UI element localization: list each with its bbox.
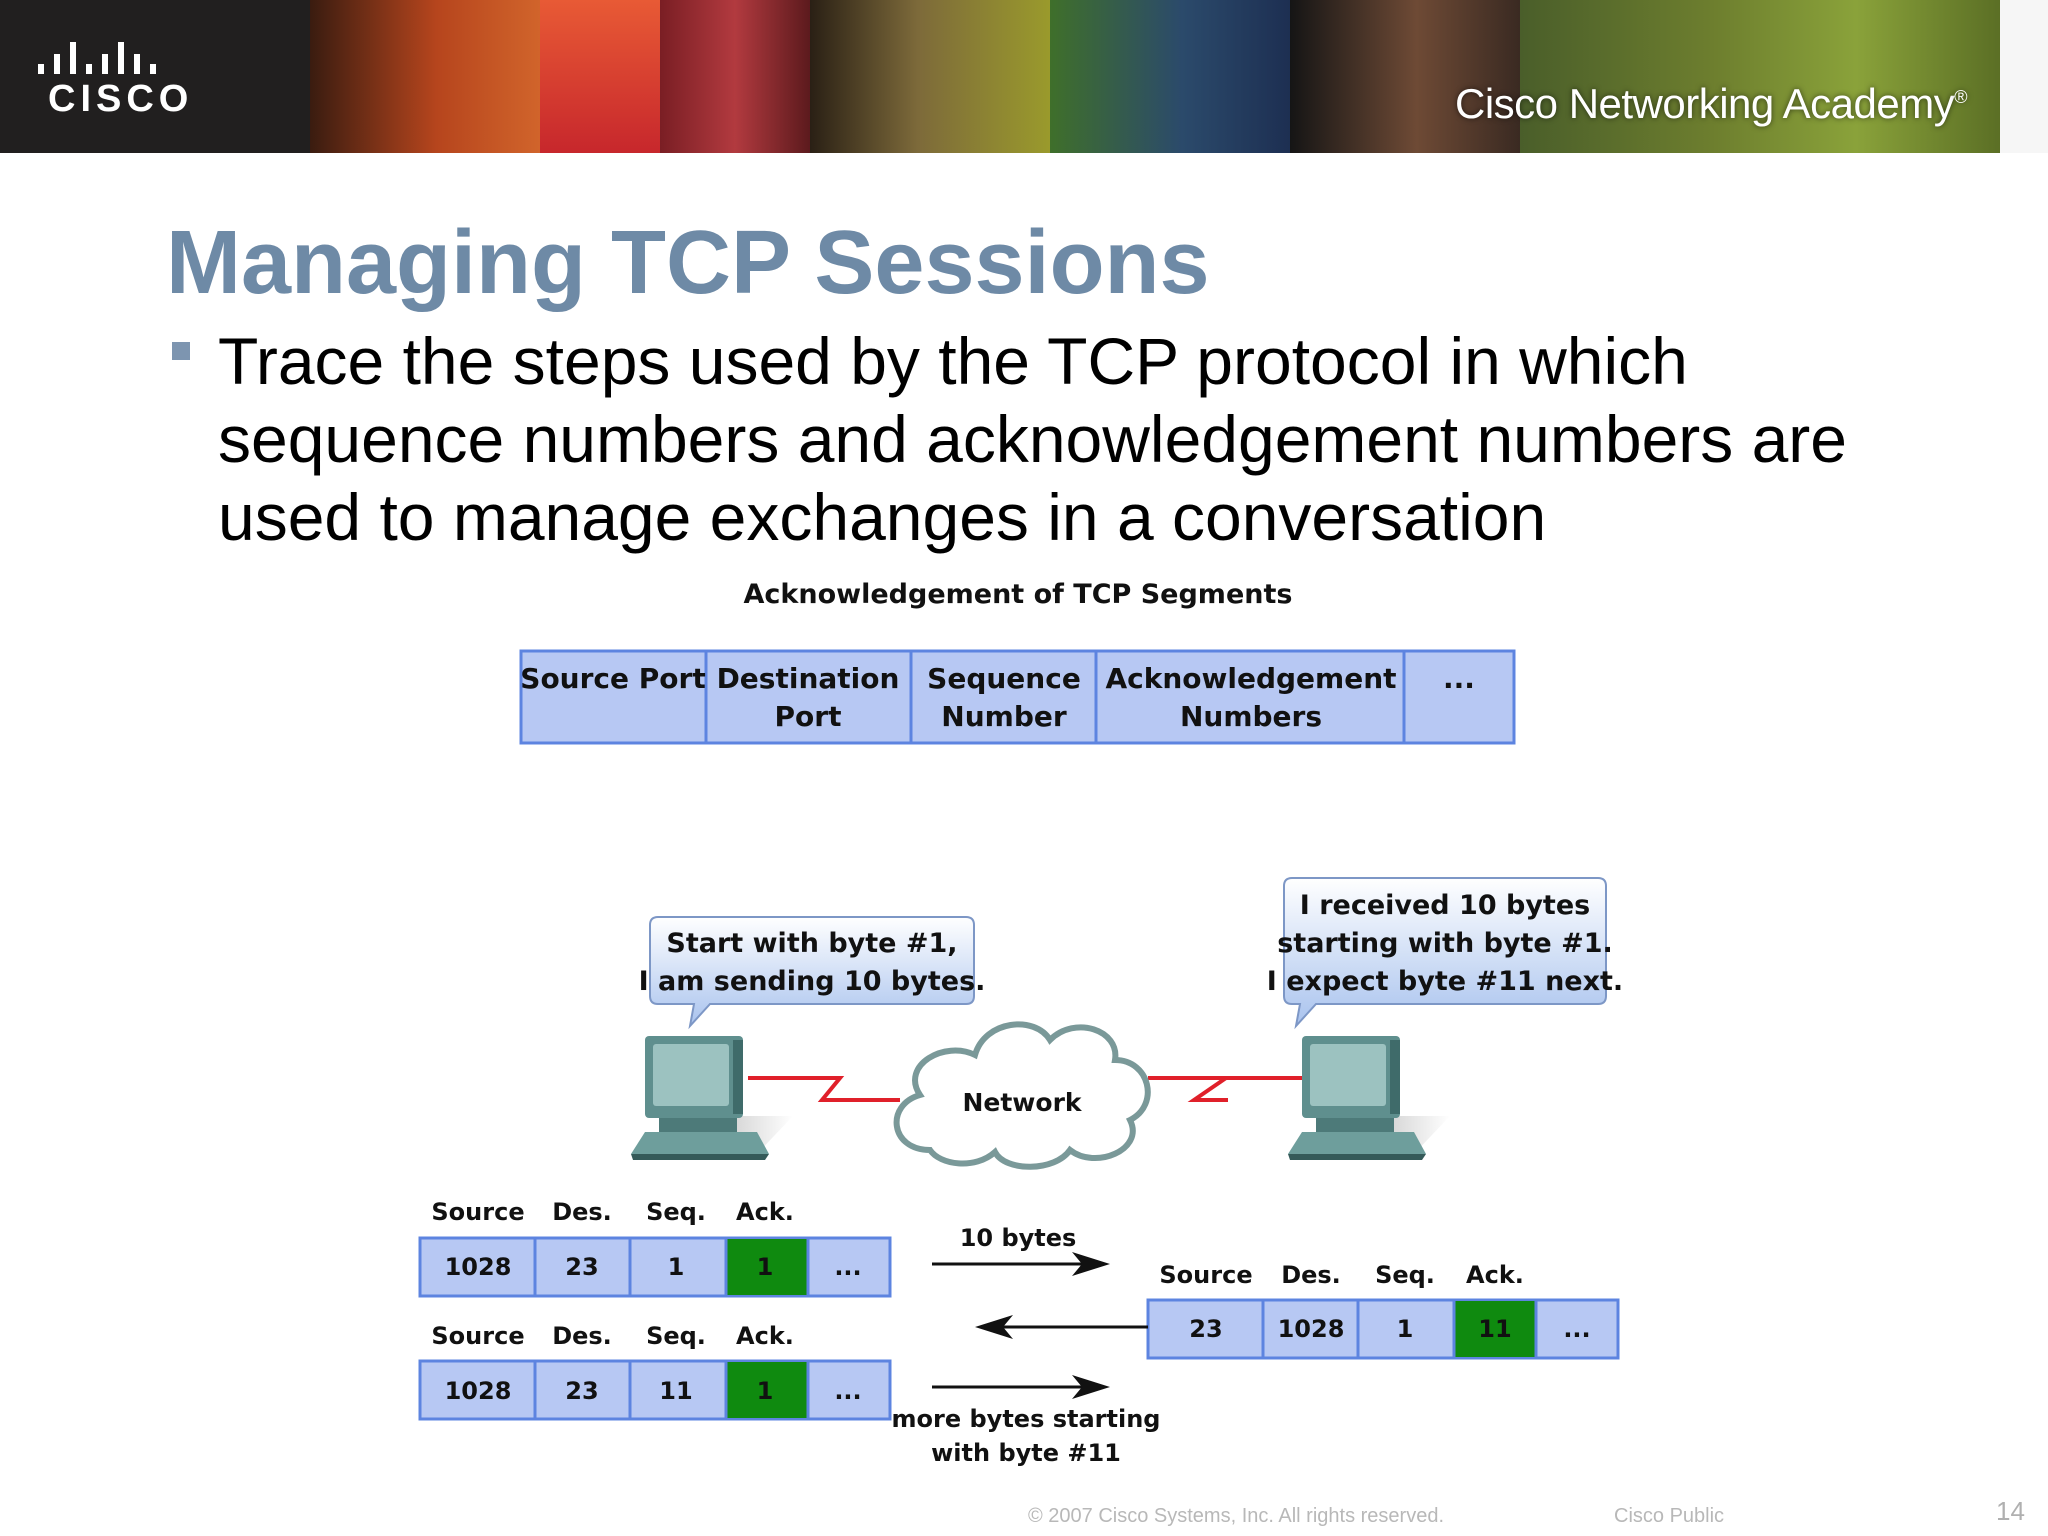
col-label-des: Des. xyxy=(552,1322,612,1350)
col-label-des: Des. xyxy=(1281,1261,1341,1289)
bubble-sender-line2: I am sending 10 bytes. xyxy=(639,966,986,997)
col-label-seq: Seq. xyxy=(1375,1261,1435,1289)
field-ellipsis: ... xyxy=(1443,662,1475,695)
arrow-right-top-icon xyxy=(932,1252,1110,1276)
tcp-header-fields: Source Port Destination Port Sequence Nu… xyxy=(519,649,1516,745)
segment-sent-second: Source Des. Seq. Ack. 1028 23 11 1 ... xyxy=(418,1322,892,1421)
header-banner: CISCO Cisco Networking Academy® xyxy=(0,0,2048,153)
col-label-seq: Seq. xyxy=(646,1198,706,1226)
seg1-seq: 1 xyxy=(668,1253,685,1281)
arrow-left-icon xyxy=(975,1315,1148,1339)
field-sequence-number-line1: Sequence xyxy=(927,662,1081,695)
link-left-icon xyxy=(748,1076,900,1102)
field-ack-numbers-line2: Numbers xyxy=(1180,700,1322,733)
speech-bubble-sender: Start with byte #1, I am sending 10 byte… xyxy=(639,916,986,1030)
academy-text: Cisco Networking Academy xyxy=(1455,80,1955,127)
photo-strip-5 xyxy=(1050,0,1290,153)
photo-strip-1 xyxy=(310,0,540,153)
link-right-icon xyxy=(1148,1076,1233,1102)
field-sequence-number-line2: Number xyxy=(941,700,1067,733)
reply-source: 23 xyxy=(1189,1315,1222,1343)
photo-strip-3 xyxy=(660,0,810,153)
bubble-sender-line1: Start with byte #1, xyxy=(666,928,957,959)
seg2-des: 23 xyxy=(565,1377,598,1405)
receiver-computer-icon xyxy=(1288,1036,1450,1160)
photo-strip-4 xyxy=(810,0,1050,153)
field-source-port: Source Port xyxy=(520,662,705,695)
arrow-right-bottom-icon xyxy=(932,1375,1110,1399)
network-label: Network xyxy=(962,1088,1082,1117)
page-number: 14 xyxy=(1996,1496,2025,1526)
cisco-wordmark: CISCO xyxy=(48,78,194,120)
seg1-ack: 1 xyxy=(757,1253,774,1281)
photo-strip-7 xyxy=(1520,0,2000,153)
registered-mark: ® xyxy=(1954,87,1967,107)
reply-ack: 11 xyxy=(1478,1315,1511,1343)
field-ack-numbers-line1: Acknowledgement xyxy=(1105,662,1396,695)
diagram-title: Acknowledgement of TCP Segments xyxy=(744,579,1293,610)
reply-seq: 1 xyxy=(1397,1315,1414,1343)
field-destination-port-line1: Destination xyxy=(717,662,900,695)
network-cloud-icon xyxy=(893,1021,1151,1170)
footer-classification: Cisco Public xyxy=(1614,1505,1725,1527)
academy-title: Cisco Networking Academy® xyxy=(1455,80,1967,128)
header-box xyxy=(519,649,1516,745)
photo-strip-6 xyxy=(1290,0,1520,153)
seg2-source: 1028 xyxy=(445,1377,512,1405)
col-label-source: Source xyxy=(1159,1261,1252,1289)
seg1-more: ... xyxy=(834,1253,861,1281)
seg2-ack: 1 xyxy=(757,1377,774,1405)
seg2-seq: 11 xyxy=(659,1377,692,1405)
col-label-des: Des. xyxy=(552,1198,612,1226)
arrow-bottom-label-line1: more bytes starting xyxy=(892,1405,1161,1433)
col-label-ack: Ack. xyxy=(736,1322,794,1350)
cisco-bars-icon xyxy=(38,42,156,74)
cisco-logo: CISCO xyxy=(0,0,310,153)
tcp-ack-diagram: Acknowledgement of TCP Segments Source P… xyxy=(418,579,1623,1467)
col-label-ack: Ack. xyxy=(736,1198,794,1226)
arrow-bottom-label-line2: with byte #11 xyxy=(931,1439,1121,1467)
reply-more: ... xyxy=(1563,1315,1590,1343)
seg2-more: ... xyxy=(834,1377,861,1405)
sender-computer-icon xyxy=(631,1036,793,1160)
bubble-receiver-line3: I expect byte #11 next. xyxy=(1267,966,1623,997)
col-label-source: Source xyxy=(431,1322,524,1350)
photo-strip-2 xyxy=(540,0,660,153)
slide-title: Managing TCP Sessions xyxy=(166,213,1210,313)
col-label-seq: Seq. xyxy=(646,1322,706,1350)
field-destination-port-line2: Port xyxy=(775,700,842,733)
bullet-square-icon xyxy=(172,342,190,360)
bubble-receiver-line2: starting with byte #1. xyxy=(1277,928,1613,959)
col-label-ack: Ack. xyxy=(1466,1261,1524,1289)
reply-des: 1028 xyxy=(1278,1315,1345,1343)
arrow-top-label: 10 bytes xyxy=(960,1224,1077,1252)
seg1-source: 1028 xyxy=(445,1253,512,1281)
photo-strip-edge xyxy=(2000,0,2048,153)
segment-reply: Source Des. Seq. Ack. 23 1028 1 11 ... xyxy=(1146,1261,1620,1360)
seg1-des: 23 xyxy=(565,1253,598,1281)
speech-bubble-receiver: I received 10 bytes starting with byte #… xyxy=(1267,877,1623,1030)
col-label-source: Source xyxy=(431,1198,524,1226)
footer-copyright: © 2007 Cisco Systems, Inc. All rights re… xyxy=(1028,1505,1445,1527)
segment-sent-first: Source Des. Seq. Ack. 1028 23 1 1 ... xyxy=(418,1198,892,1298)
bullet-text: Trace the steps used by the TCP protocol… xyxy=(218,324,1847,554)
bubble-receiver-line1: I received 10 bytes xyxy=(1300,890,1590,921)
